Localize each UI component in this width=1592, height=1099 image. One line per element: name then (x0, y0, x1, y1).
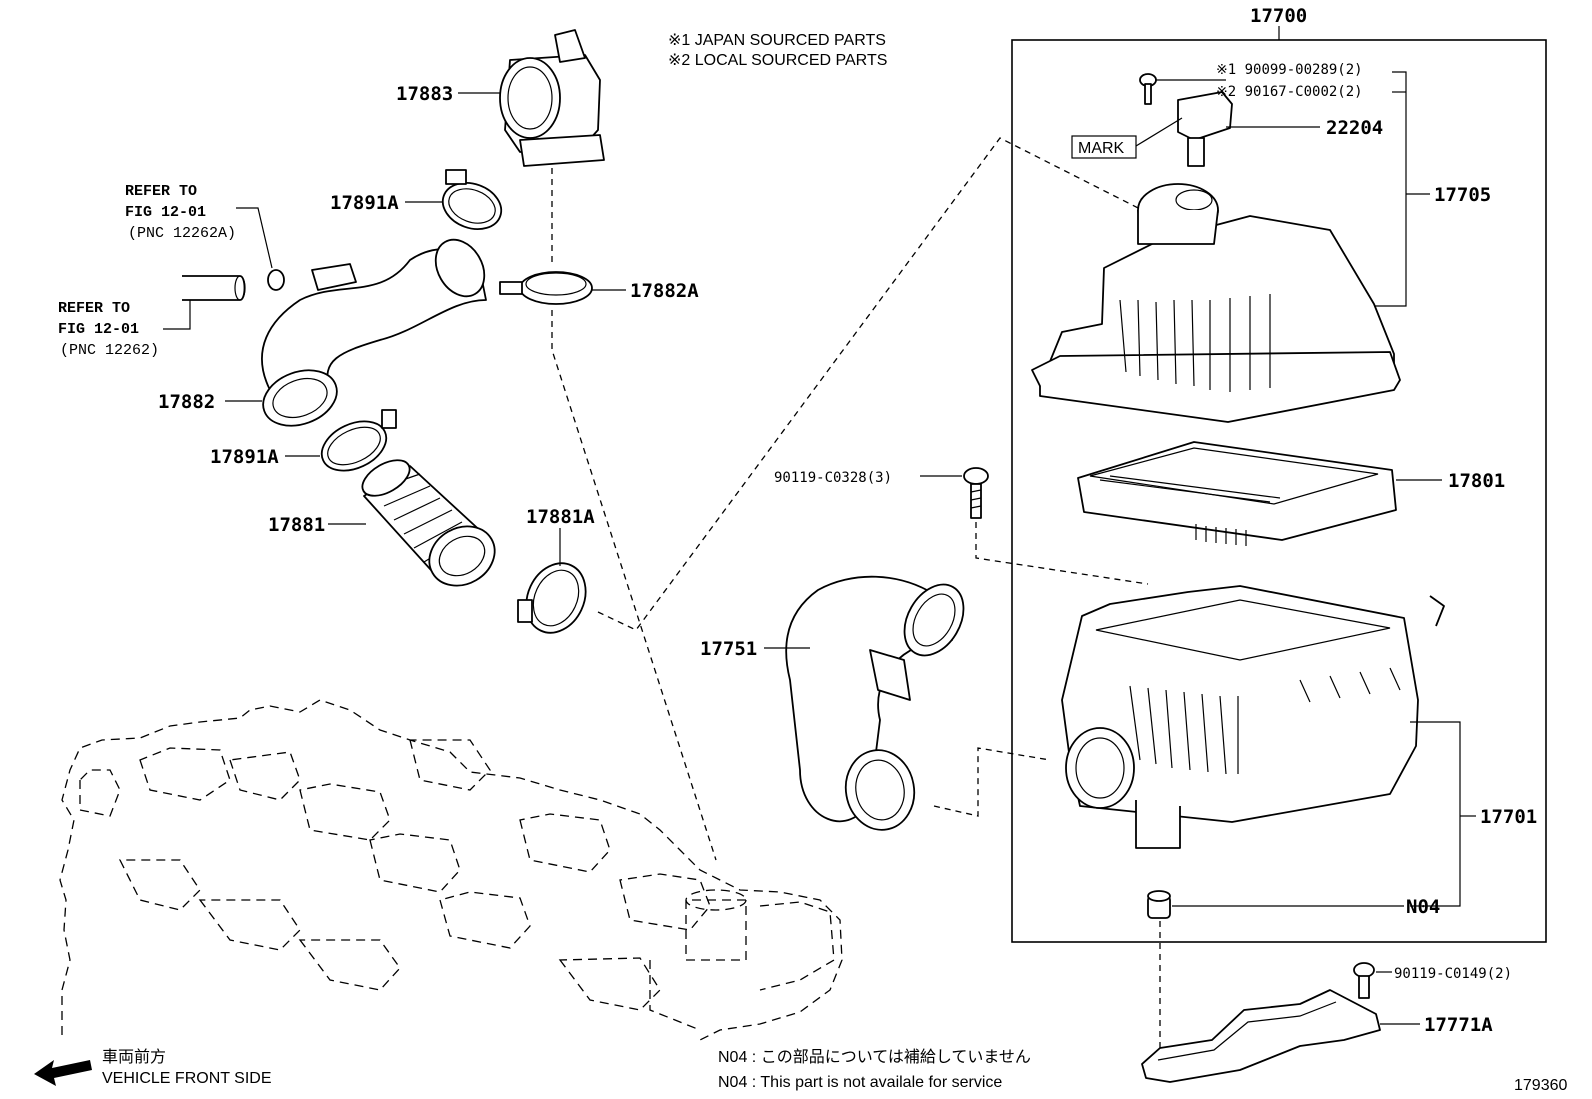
ref2-line2: FIG 12-01 (58, 321, 139, 338)
part-17705-air-cleaner-cap (1031, 183, 1401, 423)
front-side-jp: 車両前方 (102, 1048, 166, 1066)
front-side-en: VEHICLE FRONT SIDE (102, 1070, 272, 1087)
vehicle-front-arrow-icon (34, 1060, 92, 1086)
ref1-line3: (PNC 12262A) (128, 225, 236, 242)
figure-number: 179360 (1514, 1077, 1567, 1094)
part-17891a-clamp-bottom (320, 409, 397, 472)
label-17700[interactable]: 17700 (1250, 5, 1307, 27)
label-90119-c0328[interactable]: 90119-C0328(3) (774, 470, 892, 486)
screw-90099 (1139, 73, 1157, 105)
part-17801-air-filter (1077, 441, 1397, 546)
bolt-90119-c0328 (963, 467, 989, 519)
label-17881a[interactable]: 17881A (526, 506, 595, 528)
part-17882a-clamp (499, 271, 593, 305)
label-17883[interactable]: 17883 (396, 83, 453, 105)
ref1-line1: REFER TO (125, 183, 197, 200)
part-17883-air-connector (499, 29, 605, 167)
bolt-90119-c0149 (1353, 962, 1375, 999)
reference-clip-12262a (267, 269, 285, 291)
label-17881[interactable]: 17881 (268, 514, 325, 536)
ref2-line3: (PNC 12262) (60, 342, 159, 359)
part-17751-inlet-duct (785, 575, 965, 831)
mark-callout-text: MARK (1078, 140, 1125, 157)
label-22204[interactable]: 22204 (1326, 117, 1383, 139)
ref2-line1: REFER TO (58, 300, 130, 317)
label-17882a[interactable]: 17882A (630, 280, 699, 302)
part-17881-corrugated-hose (361, 459, 496, 587)
reference-pipe-12262 (182, 275, 246, 301)
engine-outline (59, 699, 843, 1041)
part-n04-grommet (1147, 890, 1171, 919)
part-17891a-clamp-top (441, 169, 503, 230)
label-17801[interactable]: 17801 (1448, 470, 1505, 492)
part-17771a-bracket (1141, 989, 1381, 1083)
mark-callout-box (1071, 135, 1137, 159)
label-17705[interactable]: 17705 (1434, 184, 1491, 206)
part-17701-air-cleaner-case (1061, 585, 1445, 849)
note-japan-sourced: ※1 JAPAN SOURCED PARTS (668, 32, 886, 49)
label-17701[interactable]: 17701 (1480, 806, 1537, 828)
part-22204-air-flow-meter (1177, 91, 1233, 167)
label-17751[interactable]: 17751 (700, 638, 757, 660)
label-17771a[interactable]: 17771A (1424, 1014, 1493, 1036)
note-local-sourced: ※2 LOCAL SOURCED PARTS (668, 52, 887, 69)
label-17882[interactable]: 17882 (158, 391, 215, 413)
ref1-line2: FIG 12-01 (125, 204, 206, 221)
n04-note-jp: N04 : この部品については補給していません (718, 1048, 1031, 1066)
part-17881a-clamp (517, 562, 587, 634)
n04-note-en: N04 : This part is not availale for serv… (718, 1074, 1002, 1091)
label-90119-c0149[interactable]: 90119-C0149(2) (1394, 966, 1512, 982)
label-17891a-bottom[interactable]: 17891A (210, 446, 279, 468)
label-n04[interactable]: N04 (1406, 896, 1440, 918)
part-17882-intake-hose (261, 238, 487, 427)
label-90167[interactable]: ※2 90167-C0002(2) (1216, 84, 1363, 100)
label-90099[interactable]: ※1 90099-00289(2) (1216, 62, 1363, 78)
label-17891a-top[interactable]: 17891A (330, 192, 399, 214)
